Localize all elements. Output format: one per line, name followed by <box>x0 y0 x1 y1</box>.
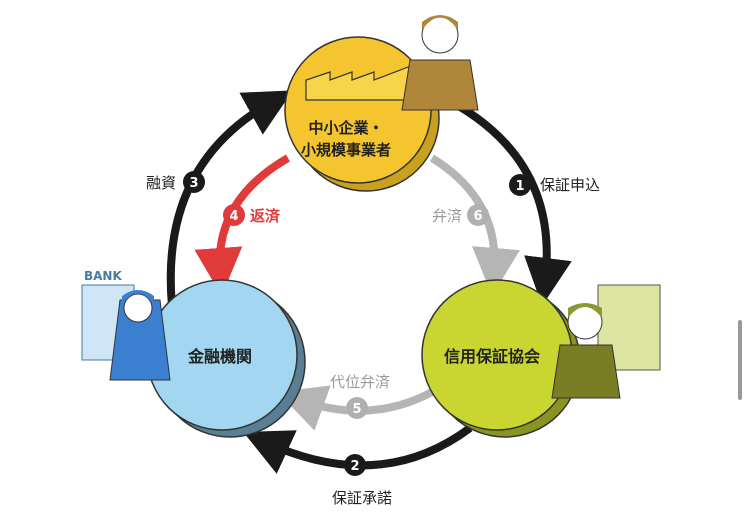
flow-5: 5 代位弁済 <box>330 373 390 419</box>
node-bank-label: 金融機関 <box>187 347 252 366</box>
arrow-subrogation <box>277 385 434 431</box>
node-bank: 金融機関 <box>146 279 306 438</box>
svg-text:代位弁済: 代位弁済 <box>330 373 390 391</box>
svg-text:返済: 返済 <box>250 207 281 225</box>
svg-text:保証申込: 保証申込 <box>540 176 600 194</box>
flow-3: 3 融資 <box>146 171 205 193</box>
person-guarantee-icon <box>551 284 661 399</box>
svg-text:3: 3 <box>189 176 198 191</box>
node-sme-label-2: 小規模事業者 <box>301 141 391 159</box>
svg-text:融資: 融資 <box>146 174 176 192</box>
person-sme-icon <box>401 15 479 111</box>
node-sme-label-1: 中小企業・ <box>308 119 383 137</box>
svg-text:弁済: 弁済 <box>432 207 462 225</box>
arrow-loan <box>166 90 293 331</box>
node-guarantee: 信用保証協会 <box>421 279 581 438</box>
arrow-apply <box>446 96 572 306</box>
svg-text:4: 4 <box>229 209 238 224</box>
flow-2: 2 保証承諾 <box>332 454 392 507</box>
flow-6: 6 弁済 <box>432 204 489 226</box>
bank-sign: BANK <box>84 269 122 283</box>
node-guarantee-label: 信用保証協会 <box>444 347 540 366</box>
bank-building-icon: BANK <box>81 269 171 381</box>
svg-text:保証承諾: 保証承諾 <box>332 489 392 507</box>
node-sme: 中小企業・ 小規模事業者 <box>284 36 440 192</box>
flow-4: 4 返済 <box>223 204 281 226</box>
svg-text:5: 5 <box>352 402 361 417</box>
svg-text:6: 6 <box>473 209 482 224</box>
flow-1: 1 保証申込 <box>509 174 600 196</box>
arrow-approval <box>243 424 473 474</box>
scrollbar[interactable] <box>738 320 742 400</box>
svg-text:2: 2 <box>350 459 359 474</box>
svg-text:1: 1 <box>515 179 524 194</box>
